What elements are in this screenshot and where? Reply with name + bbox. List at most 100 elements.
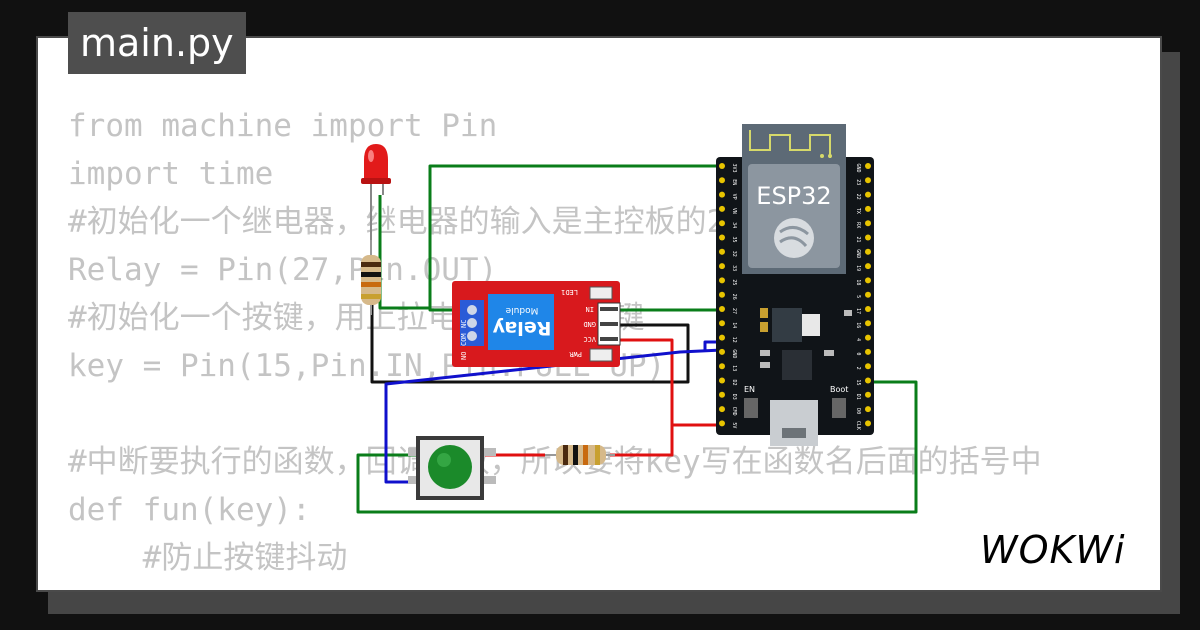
pin-label: 2 xyxy=(855,367,861,370)
pin-label: 0 xyxy=(855,352,861,355)
pin-dot[interactable] xyxy=(719,348,725,355)
pin-label: 19 xyxy=(855,265,861,271)
pin-label: 34 xyxy=(731,222,737,228)
pin-dot[interactable] xyxy=(865,263,871,270)
pin-label: GND xyxy=(731,349,737,358)
code-line: #防止按键抖动 xyxy=(68,540,348,576)
pin-dot[interactable] xyxy=(719,234,725,241)
relay-pwr-label: PWR xyxy=(569,350,582,358)
pin-dot[interactable] xyxy=(719,277,725,284)
wire-green xyxy=(356,380,918,514)
pin-dot[interactable] xyxy=(719,391,725,398)
pin-dot[interactable] xyxy=(719,334,725,341)
board-label: ESP32 xyxy=(756,182,831,210)
pin-label: RX xyxy=(855,222,861,228)
pin-dot[interactable] xyxy=(865,377,871,384)
pin-label: 13 xyxy=(731,365,737,371)
relay-subtitle: Module xyxy=(505,305,538,315)
pin-label: VP xyxy=(731,194,737,200)
boot-label: Boot xyxy=(830,385,848,394)
pin-dot[interactable] xyxy=(719,163,725,169)
pin-label: 35 xyxy=(731,236,737,242)
pin-label: 16 xyxy=(855,322,861,328)
led-icon[interactable] xyxy=(361,144,391,258)
pin-dot[interactable] xyxy=(719,320,725,327)
pin-dot[interactable] xyxy=(865,406,871,413)
pin-dot[interactable] xyxy=(719,205,725,212)
code-line: #初始化一个继电器，继电器的输入是主控板的27 xyxy=(68,204,744,240)
pin-label: 3V3 xyxy=(731,163,737,172)
relay-led-label: LED1 xyxy=(561,288,578,296)
pin-label: 4 xyxy=(855,338,861,341)
pin-dot[interactable] xyxy=(865,220,871,227)
pin-dot[interactable] xyxy=(865,306,871,312)
code-line: def fun(key): xyxy=(68,492,311,528)
pin-label: 26 xyxy=(731,294,737,300)
esp32-board[interactable]: ESP32 EN Boot 3V3ENVPVN34353233252627141… xyxy=(716,124,874,446)
pin-label: GND xyxy=(855,249,861,258)
pin-dot[interactable] xyxy=(719,191,725,198)
pin-label: 23 xyxy=(855,179,861,185)
pin-dot[interactable] xyxy=(865,320,871,327)
pin-dot[interactable] xyxy=(865,334,871,341)
pin-label: 5 xyxy=(855,295,861,298)
pin-label: D1 xyxy=(855,394,861,400)
resistor-icon xyxy=(361,240,381,315)
pin-label: VN xyxy=(731,208,737,214)
relay-pin-label: VCC xyxy=(583,335,596,343)
wire-green xyxy=(428,164,722,312)
pin-label: TX xyxy=(855,208,861,214)
pin-dot[interactable] xyxy=(865,348,871,355)
wire-blue xyxy=(384,348,723,484)
pin-dot[interactable] xyxy=(865,391,871,398)
relay-pin-label: GND xyxy=(583,320,596,328)
relay-terminal-label: NO xyxy=(460,352,468,360)
pin-dot[interactable] xyxy=(865,363,871,370)
pin-dot[interactable] xyxy=(719,377,725,384)
pin-label: 18 xyxy=(855,279,861,285)
pin-dot[interactable] xyxy=(719,263,725,270)
pin-label: 17 xyxy=(855,308,861,314)
pin-dot[interactable] xyxy=(719,220,725,227)
usb-port xyxy=(770,400,818,446)
pin-label: 12 xyxy=(731,337,737,343)
en-button[interactable] xyxy=(744,398,758,418)
file-tab[interactable]: main.py xyxy=(68,12,246,74)
pin-dot[interactable] xyxy=(865,191,871,198)
pin-dot[interactable] xyxy=(865,234,871,241)
wire-green xyxy=(378,195,430,310)
wire-red xyxy=(615,338,722,427)
relay-module[interactable]: NO COM NC Relay Module LED1 PWR IN GND V… xyxy=(452,281,621,367)
code-line: time.sleep_ms(20) xyxy=(68,582,1042,590)
pin-dot[interactable] xyxy=(719,363,725,370)
pin-label: EN xyxy=(731,179,737,185)
pin-dot[interactable] xyxy=(719,306,725,312)
pin-label: CLK xyxy=(855,421,861,430)
pin-dot[interactable] xyxy=(865,291,871,298)
pin-dot[interactable] xyxy=(719,420,725,427)
pin-dot[interactable] xyxy=(865,420,871,427)
pin-label: 15 xyxy=(855,379,861,385)
boot-button[interactable] xyxy=(832,398,846,418)
pin-dot[interactable] xyxy=(865,205,871,212)
relay-title: Relay xyxy=(492,317,551,339)
pin-dot[interactable] xyxy=(865,163,871,169)
pin-label: 22 xyxy=(855,194,861,200)
relay-terminal-label: COM xyxy=(460,333,468,346)
pin-dot[interactable] xyxy=(719,406,725,413)
wire-black xyxy=(370,305,690,384)
pin-dot[interactable] xyxy=(719,291,725,298)
pin-dot[interactable] xyxy=(865,177,871,184)
pin-dot[interactable] xyxy=(865,277,871,284)
pin-dot[interactable] xyxy=(719,177,725,184)
code-line: import time xyxy=(68,156,274,192)
code-line: Relay = Pin(27,Pin.OUT) xyxy=(68,252,498,288)
pin-dot[interactable] xyxy=(865,248,871,255)
pin-label: D2 xyxy=(731,379,737,385)
pin-label: CMD xyxy=(731,407,737,416)
pin-label: 33 xyxy=(731,265,737,271)
pin-dot[interactable] xyxy=(719,248,725,255)
resistor-icon xyxy=(545,445,615,465)
push-button[interactable] xyxy=(408,436,496,500)
